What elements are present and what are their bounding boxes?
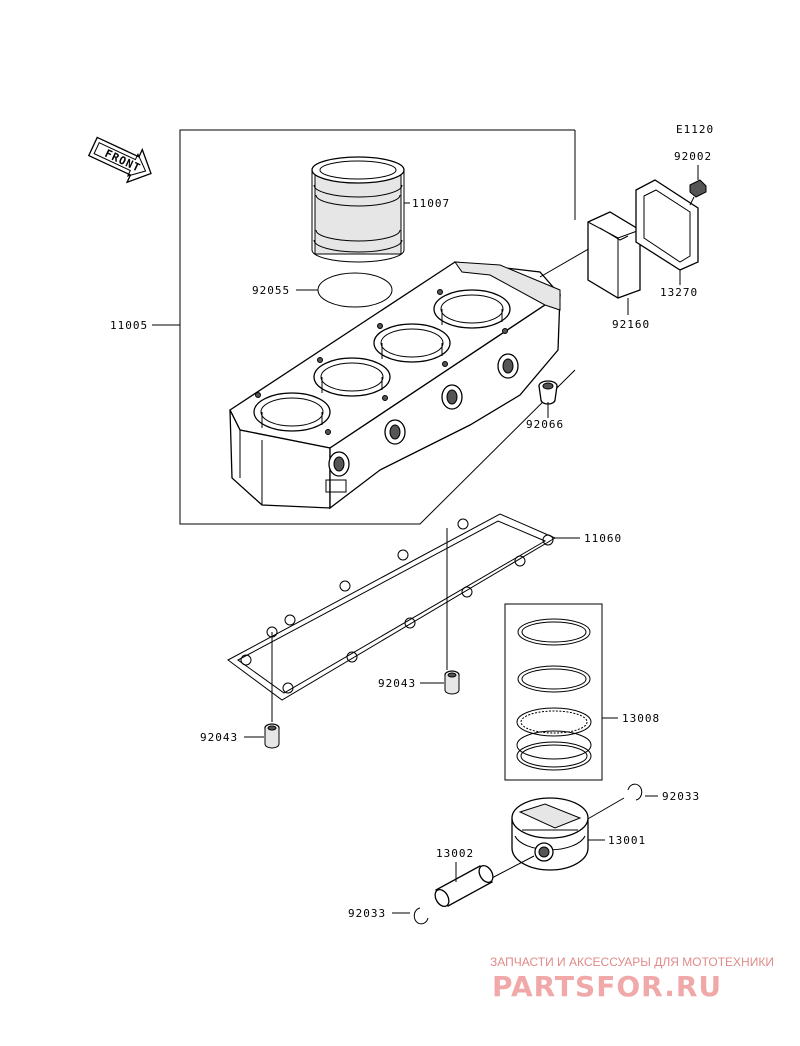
circlip: [627, 783, 643, 801]
cylinder-block: [229, 261, 561, 510]
watermark-tagline: ЗАПЧАСТИ И АКСЕССУАРЫ ДЛЯ МОТОТЕХНИКИ: [490, 955, 774, 969]
callout-92043-lower: 92043: [200, 731, 238, 744]
o-ring: [317, 272, 393, 308]
diagram-ref-code: E1120: [676, 123, 714, 136]
base-gasket: [227, 513, 557, 701]
callout-11060: 11060: [584, 532, 622, 545]
circlip: [413, 907, 429, 925]
cover-gasket: [635, 179, 699, 271]
callout-13008: 13008: [622, 712, 660, 725]
front-arrow-icon: FRONT: [87, 136, 152, 184]
callout-11007: 11007: [412, 197, 450, 210]
callout-13002: 13002: [436, 847, 474, 860]
watermark-brand: PARTSFOR.RU: [492, 970, 722, 1003]
piston: [511, 797, 589, 871]
cylinder-sleeve: [311, 156, 405, 263]
callout-92033-upper: 92033: [662, 790, 700, 803]
dowel-pin: [444, 670, 460, 695]
callout-13270: 13270: [660, 286, 698, 299]
callout-92043-upper: 92043: [378, 677, 416, 690]
bolt: [689, 179, 707, 206]
callout-92055: 92055: [252, 284, 290, 297]
callout-92002: 92002: [674, 150, 712, 163]
cylinder-assembly-frame: [179, 129, 576, 525]
piston-ring-set: [516, 618, 592, 771]
callout-13001: 13001: [608, 834, 646, 847]
callout-11005: 11005: [110, 319, 148, 332]
callout-92066: 92066: [526, 418, 564, 431]
callout-92160: 92160: [612, 318, 650, 331]
callout-92033-lower: 92033: [348, 907, 386, 920]
dowel-pin: [264, 723, 280, 749]
rubber-block: [587, 211, 641, 299]
union-fitting: [538, 380, 558, 405]
piston-pin: [434, 864, 494, 908]
piston-ring-set-frame: [504, 603, 603, 781]
